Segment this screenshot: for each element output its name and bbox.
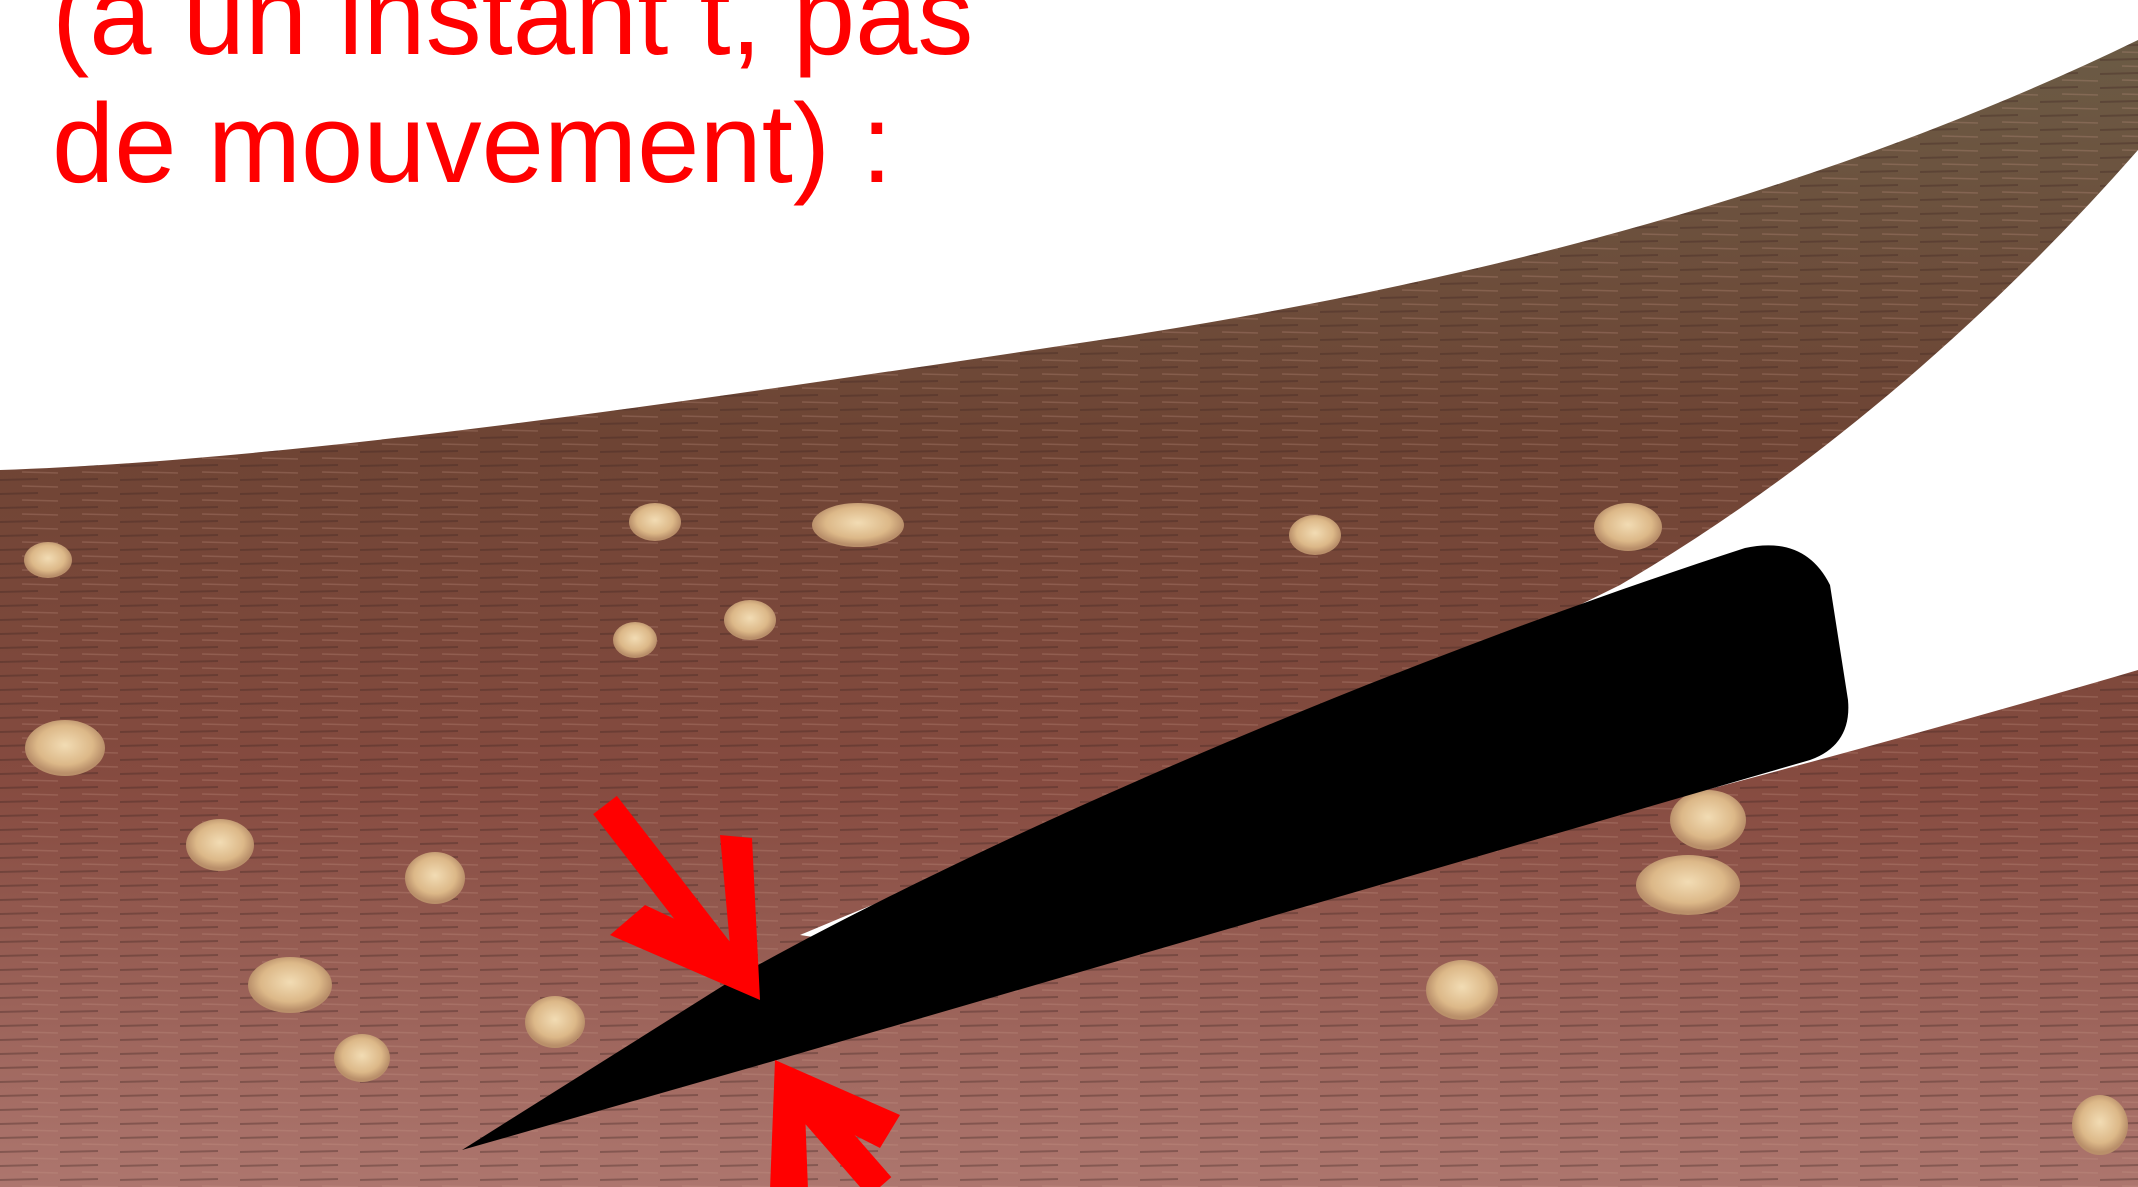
- cell: [812, 503, 904, 547]
- cell: [186, 819, 254, 871]
- cell: [1289, 515, 1341, 555]
- cell: [248, 957, 332, 1013]
- cell: [1636, 855, 1740, 915]
- cell: [1426, 960, 1498, 1020]
- cell: [405, 852, 465, 904]
- cell: [334, 1034, 390, 1082]
- cell: [613, 622, 657, 658]
- cell: [525, 996, 585, 1048]
- cell: [2072, 1095, 2128, 1155]
- cell: [24, 542, 72, 578]
- cell: [1594, 503, 1662, 551]
- cell: [25, 720, 105, 776]
- cell: [629, 503, 681, 541]
- cell: [1670, 790, 1746, 850]
- cell: [724, 600, 776, 640]
